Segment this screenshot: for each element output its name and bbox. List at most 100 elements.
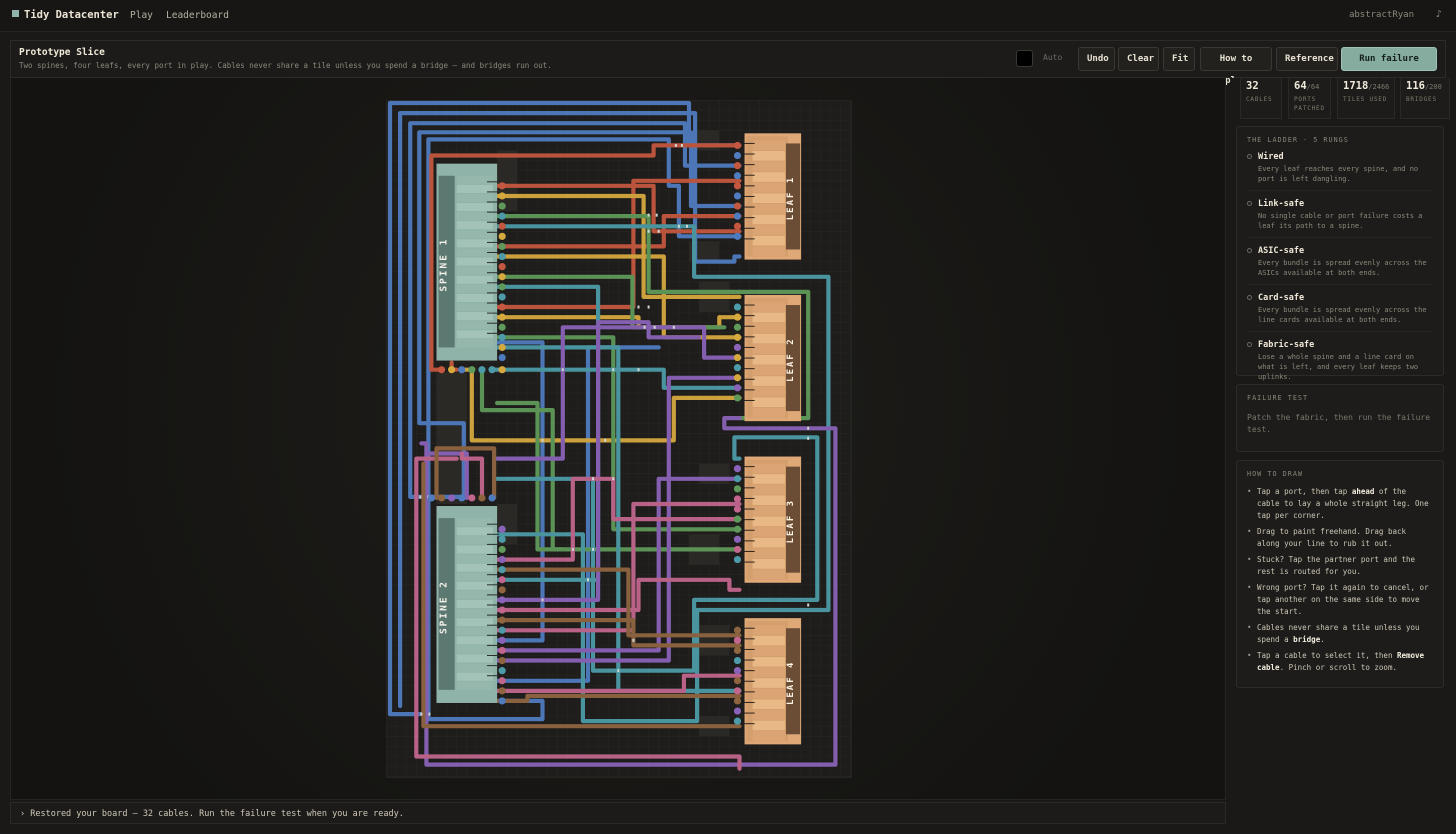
color-swatch[interactable] [1016, 50, 1033, 67]
port[interactable] [478, 494, 486, 502]
port[interactable] [498, 293, 506, 301]
cable-purple-6[interactable] [427, 451, 469, 500]
nav-leaderboard[interactable]: Leaderboard [166, 10, 229, 21]
port[interactable] [498, 192, 506, 200]
reference-button[interactable]: Reference [1276, 47, 1338, 71]
port[interactable] [733, 374, 742, 382]
port[interactable] [498, 596, 506, 604]
port[interactable] [733, 394, 742, 402]
port[interactable] [733, 485, 742, 493]
port[interactable] [733, 182, 742, 190]
port[interactable] [498, 232, 506, 240]
port[interactable] [733, 162, 742, 170]
cable-blue-3[interactable] [408, 121, 742, 499]
port[interactable] [498, 273, 506, 281]
port[interactable] [498, 323, 506, 331]
port[interactable] [733, 636, 742, 644]
leaf-3[interactable]: LEAF 3 [744, 456, 802, 583]
port[interactable] [498, 366, 506, 374]
port[interactable] [733, 172, 742, 180]
port[interactable] [733, 707, 742, 715]
port[interactable] [733, 646, 742, 655]
cable-blue-6[interactable] [495, 340, 545, 643]
spine-2[interactable]: SPINE 2 [436, 506, 500, 703]
cable-purple-1[interactable] [495, 325, 742, 461]
port[interactable] [498, 626, 506, 634]
port[interactable] [498, 555, 506, 564]
port[interactable] [498, 343, 506, 352]
port[interactable] [498, 303, 506, 311]
port[interactable] [733, 333, 742, 341]
port[interactable] [498, 667, 506, 675]
cable-teal-4[interactable] [489, 367, 742, 390]
port[interactable] [733, 343, 742, 352]
port[interactable] [498, 353, 506, 362]
port[interactable] [498, 545, 506, 554]
how-to-play-button[interactable]: How to play [1200, 47, 1272, 86]
cable-red-3[interactable] [495, 214, 742, 249]
port[interactable] [498, 576, 506, 584]
cable-purple-5[interactable] [419, 416, 838, 767]
nav-play[interactable]: Play [130, 10, 153, 21]
port[interactable] [468, 494, 476, 502]
port[interactable] [733, 192, 742, 200]
user-name[interactable]: abstractRyan [1348, 10, 1414, 20]
port[interactable] [733, 212, 742, 220]
undo-button[interactable]: Undo [1078, 47, 1115, 71]
cable-purple-2[interactable] [495, 320, 702, 602]
port[interactable] [733, 697, 742, 705]
port[interactable] [498, 212, 506, 220]
port[interactable] [733, 677, 742, 685]
cable-purple-4[interactable] [495, 476, 742, 653]
port[interactable] [498, 586, 506, 594]
run-failure-test-button[interactable]: Run failure test [1341, 47, 1437, 86]
auto-toggle[interactable]: Auto [1043, 53, 1063, 62]
port[interactable] [498, 333, 506, 341]
cable-green-3[interactable] [495, 335, 742, 532]
cable-brown-1[interactable] [495, 567, 742, 638]
port[interactable] [498, 687, 506, 695]
leaf-4[interactable]: LEAF 4 [744, 618, 802, 745]
port[interactable] [733, 535, 742, 543]
cable-teal-5[interactable] [495, 435, 820, 673]
port[interactable] [733, 656, 742, 665]
leaf-1[interactable]: LEAF 1 [744, 133, 802, 260]
port[interactable] [498, 656, 506, 665]
port[interactable] [733, 353, 742, 362]
port[interactable] [733, 545, 742, 554]
cable-pink-5[interactable] [459, 451, 485, 500]
port[interactable] [733, 515, 742, 523]
port[interactable] [478, 366, 486, 374]
port[interactable] [437, 366, 446, 374]
port[interactable] [733, 475, 742, 483]
port[interactable] [498, 222, 506, 230]
cable-brown-2[interactable] [495, 618, 742, 648]
port[interactable] [498, 636, 506, 644]
port[interactable] [498, 252, 506, 261]
port[interactable] [733, 303, 742, 311]
brand[interactable]: Tidy Datacenter [12, 9, 119, 21]
cable-blue-4[interactable] [417, 130, 742, 500]
port[interactable] [448, 366, 456, 374]
port[interactable] [498, 182, 506, 190]
cable-red-1[interactable] [429, 143, 742, 372]
port[interactable] [458, 494, 466, 502]
port[interactable] [733, 151, 742, 160]
port[interactable] [733, 505, 742, 513]
cable-red-2[interactable] [495, 183, 742, 234]
cable-yellow-1[interactable] [495, 193, 742, 299]
port[interactable] [733, 555, 742, 564]
cable-pink-3[interactable] [495, 501, 742, 633]
cable-red-4[interactable] [495, 178, 742, 310]
port[interactable] [498, 263, 506, 271]
port[interactable] [498, 646, 506, 655]
cable-blue-5[interactable] [426, 137, 742, 722]
cable-pink-4[interactable] [495, 673, 742, 693]
cable-yellow-2[interactable] [495, 254, 742, 340]
music-icon[interactable]: ♪ [1435, 9, 1442, 20]
port[interactable] [498, 202, 506, 210]
port[interactable] [733, 626, 742, 634]
port[interactable] [733, 525, 742, 533]
cable-green-4[interactable] [479, 367, 742, 552]
